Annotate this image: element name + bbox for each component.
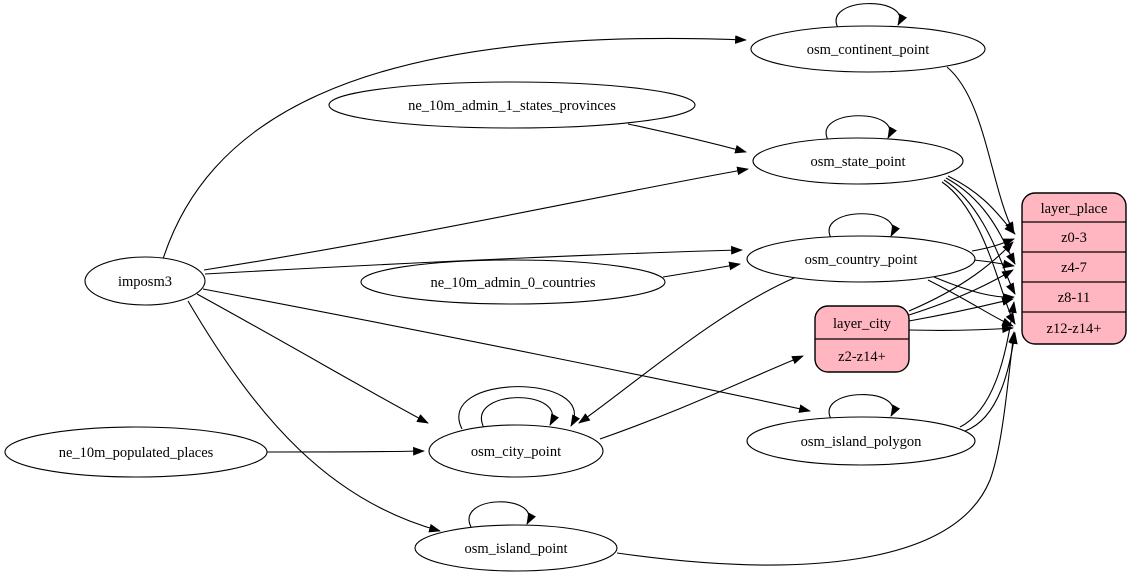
edge-osm_state_point-z4-7 [945,177,1016,265]
layer_city-row-z2-z14: z2-z14+ [838,349,886,365]
edge-osm_island_polygon-z12-z14 [964,332,1018,432]
edge-layer_city-z4-7 [908,269,1014,316]
edge-imposm3-osm_country_point [204,245,743,275]
layer_place-row-z4-7: z4-7 [1061,260,1087,276]
osm_country_point-ellipse [746,235,976,283]
selfloop-osm_state_point [825,115,897,141]
node-osm_island_point: osm_island_point [414,524,618,572]
edge-osm_state_point-z0-3 [947,175,1016,235]
edge-layer_city-z0-3 [908,241,1014,312]
edge-imposm3-osm_island_point [187,300,441,533]
selfloop-osm_city_point-inner [481,397,559,429]
layer_city-title: layer_city [833,316,892,332]
edge-layer_city-z12-z14 [908,324,1014,334]
selfloop-osm_city_point-outer [458,386,581,430]
edge-osm_state_point-z8-11 [943,179,1016,295]
layer_place-title: layer_place [1041,201,1108,217]
ne_10m_populated_places-label: ne_10m_populated_places [59,445,214,461]
ne_10m_admin_0_countries-ellipse [360,259,666,305]
osm_continent_point-ellipse [750,25,986,73]
record-layer_city: layer_city z2-z14+ [814,305,910,373]
selfloop-osm_country_point [828,213,900,239]
osm_island_polygon-ellipse [746,416,976,466]
edge-osm_country_point-z12-z14 [927,279,1014,327]
osm_state_point-label: osm_state_point [810,154,905,170]
edge-imposm3-osm_city_point [196,293,429,424]
edge-osm_country_point-z0-3 [971,238,1015,252]
node-ne_10m_populated_places: ne_10m_populated_places [4,426,268,478]
imposm3-ellipse [84,256,206,306]
osm_state_point-ellipse [752,137,964,185]
node-osm_continent_point: osm_continent_point [750,25,986,73]
ne_10m_admin_0_countries-label: ne_10m_admin_0_countries [430,275,595,291]
node-osm_country_point: osm_country_point [746,235,976,283]
layer_place-row-z12-z14: z12-z14+ [1047,321,1102,337]
edges [162,3,1018,566]
edge-imposm3-osm_continent_point [162,35,747,260]
selfloop-osm_island_polygon [828,394,901,420]
edge-osm_city_point-layer_city [599,355,804,440]
node-imposm3: imposm3 [84,256,206,306]
ne_10m_populated_places-ellipse [4,426,268,478]
node-osm_city_point: osm_city_point [428,424,604,478]
osm_city_point-ellipse [428,424,604,478]
osm_island_point-label: osm_island_point [464,541,567,557]
osm_city_point-label: osm_city_point [471,444,561,460]
ne_10m_admin_1_states_provinces-ellipse [328,81,696,129]
record-layer_place: layer_place z0-3 z4-7 z8-11 z12-z14+ [1021,192,1127,345]
edge-imposm3-osm_state_point [203,166,749,271]
node-osm_island_polygon: osm_island_polygon [746,416,976,466]
selfloop-osm_continent_point [835,3,908,29]
edge-ne_10m_populated_places-osm_city_point [266,446,425,456]
osm_continent_point-label: osm_continent_point [807,42,929,58]
edge-ne_10m_admin_0_countries-osm_country_point [662,261,741,278]
edge-osm_island_polygon-z8-11 [959,301,1017,428]
node-ne_10m_admin_0_countries: ne_10m_admin_0_countries [360,259,666,305]
layer_place-row-z0-3: z0-3 [1061,230,1087,246]
osm_island_polygon-label: osm_island_polygon [801,434,923,450]
layer_place-row-z8-11: z8-11 [1058,290,1090,306]
selfloop-osm_island_point [468,501,536,528]
edge-osm_country_point-z8-11 [933,276,1015,302]
osm_island_point-ellipse [414,524,618,572]
edge-osm_country_point-osm_city_point [578,277,795,424]
node-ne_10m_admin_1_states_provinces: ne_10m_admin_1_states_provinces [328,81,696,129]
edge-osm_country_point-z4-7 [973,259,1015,269]
edge-osm_island_point-z12-z14 [616,331,1017,566]
edge-osm_continent_point-z0-3 [946,66,1015,234]
ne_10m_admin_1_states_provinces-label: ne_10m_admin_1_states_provinces [408,98,616,114]
node-osm_state_point: osm_state_point [752,137,964,185]
osm_country_point-label: osm_country_point [805,252,918,268]
edge-imposm3-osm_island_polygon [202,288,811,413]
edge-layer_city-z8-11 [908,297,1014,322]
edge-ne_10m_admin_1_states_provinces-osm_state_point [627,123,747,154]
layer_place-box [1021,192,1127,345]
imposm3-label: imposm3 [118,274,172,290]
